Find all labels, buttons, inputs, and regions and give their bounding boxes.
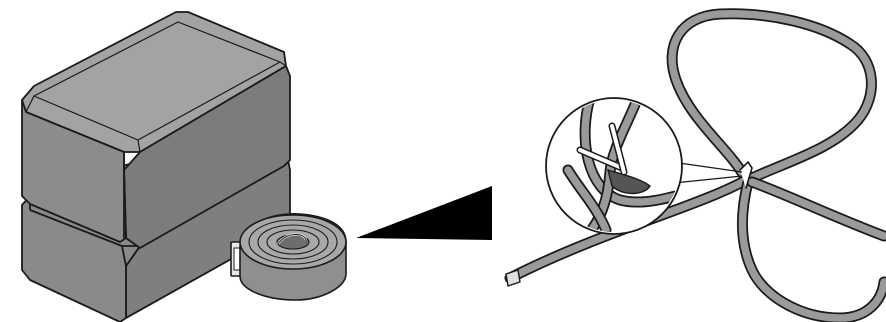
rolled-strap (230, 213, 347, 301)
yoga-block-stack (21, 11, 291, 322)
transition-arrow (356, 186, 492, 240)
buckle-detail-callout (545, 97, 743, 235)
yoga-block-top (21, 11, 291, 249)
